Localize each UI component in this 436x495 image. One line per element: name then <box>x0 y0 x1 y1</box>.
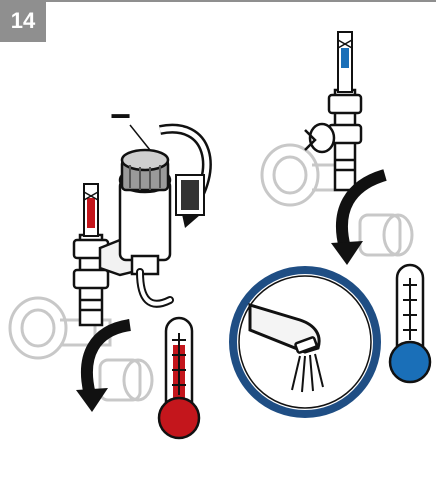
right-cold-indicator <box>337 31 353 93</box>
cold-thermometer-icon <box>388 263 432 384</box>
right-valve-assembly <box>229 31 432 418</box>
left-rotate-arrow-icon <box>159 123 212 228</box>
right-turn-arrow-icon <box>331 169 387 265</box>
left-filter-housing <box>98 148 172 277</box>
header-rule <box>46 0 436 2</box>
left-turn-arrow-icon <box>76 319 132 412</box>
step-number-badge: 14 <box>0 0 46 42</box>
right-ghost-valve <box>260 143 414 257</box>
left-hot-indicator <box>83 183 99 237</box>
hot-thermometer-icon <box>157 316 201 440</box>
faucet-detail-circle <box>229 266 381 418</box>
right-connector <box>304 122 336 154</box>
faucet-water-flow-icon <box>248 302 324 393</box>
polarity-mark: − <box>110 95 131 136</box>
left-valve-assembly: − <box>8 95 212 440</box>
